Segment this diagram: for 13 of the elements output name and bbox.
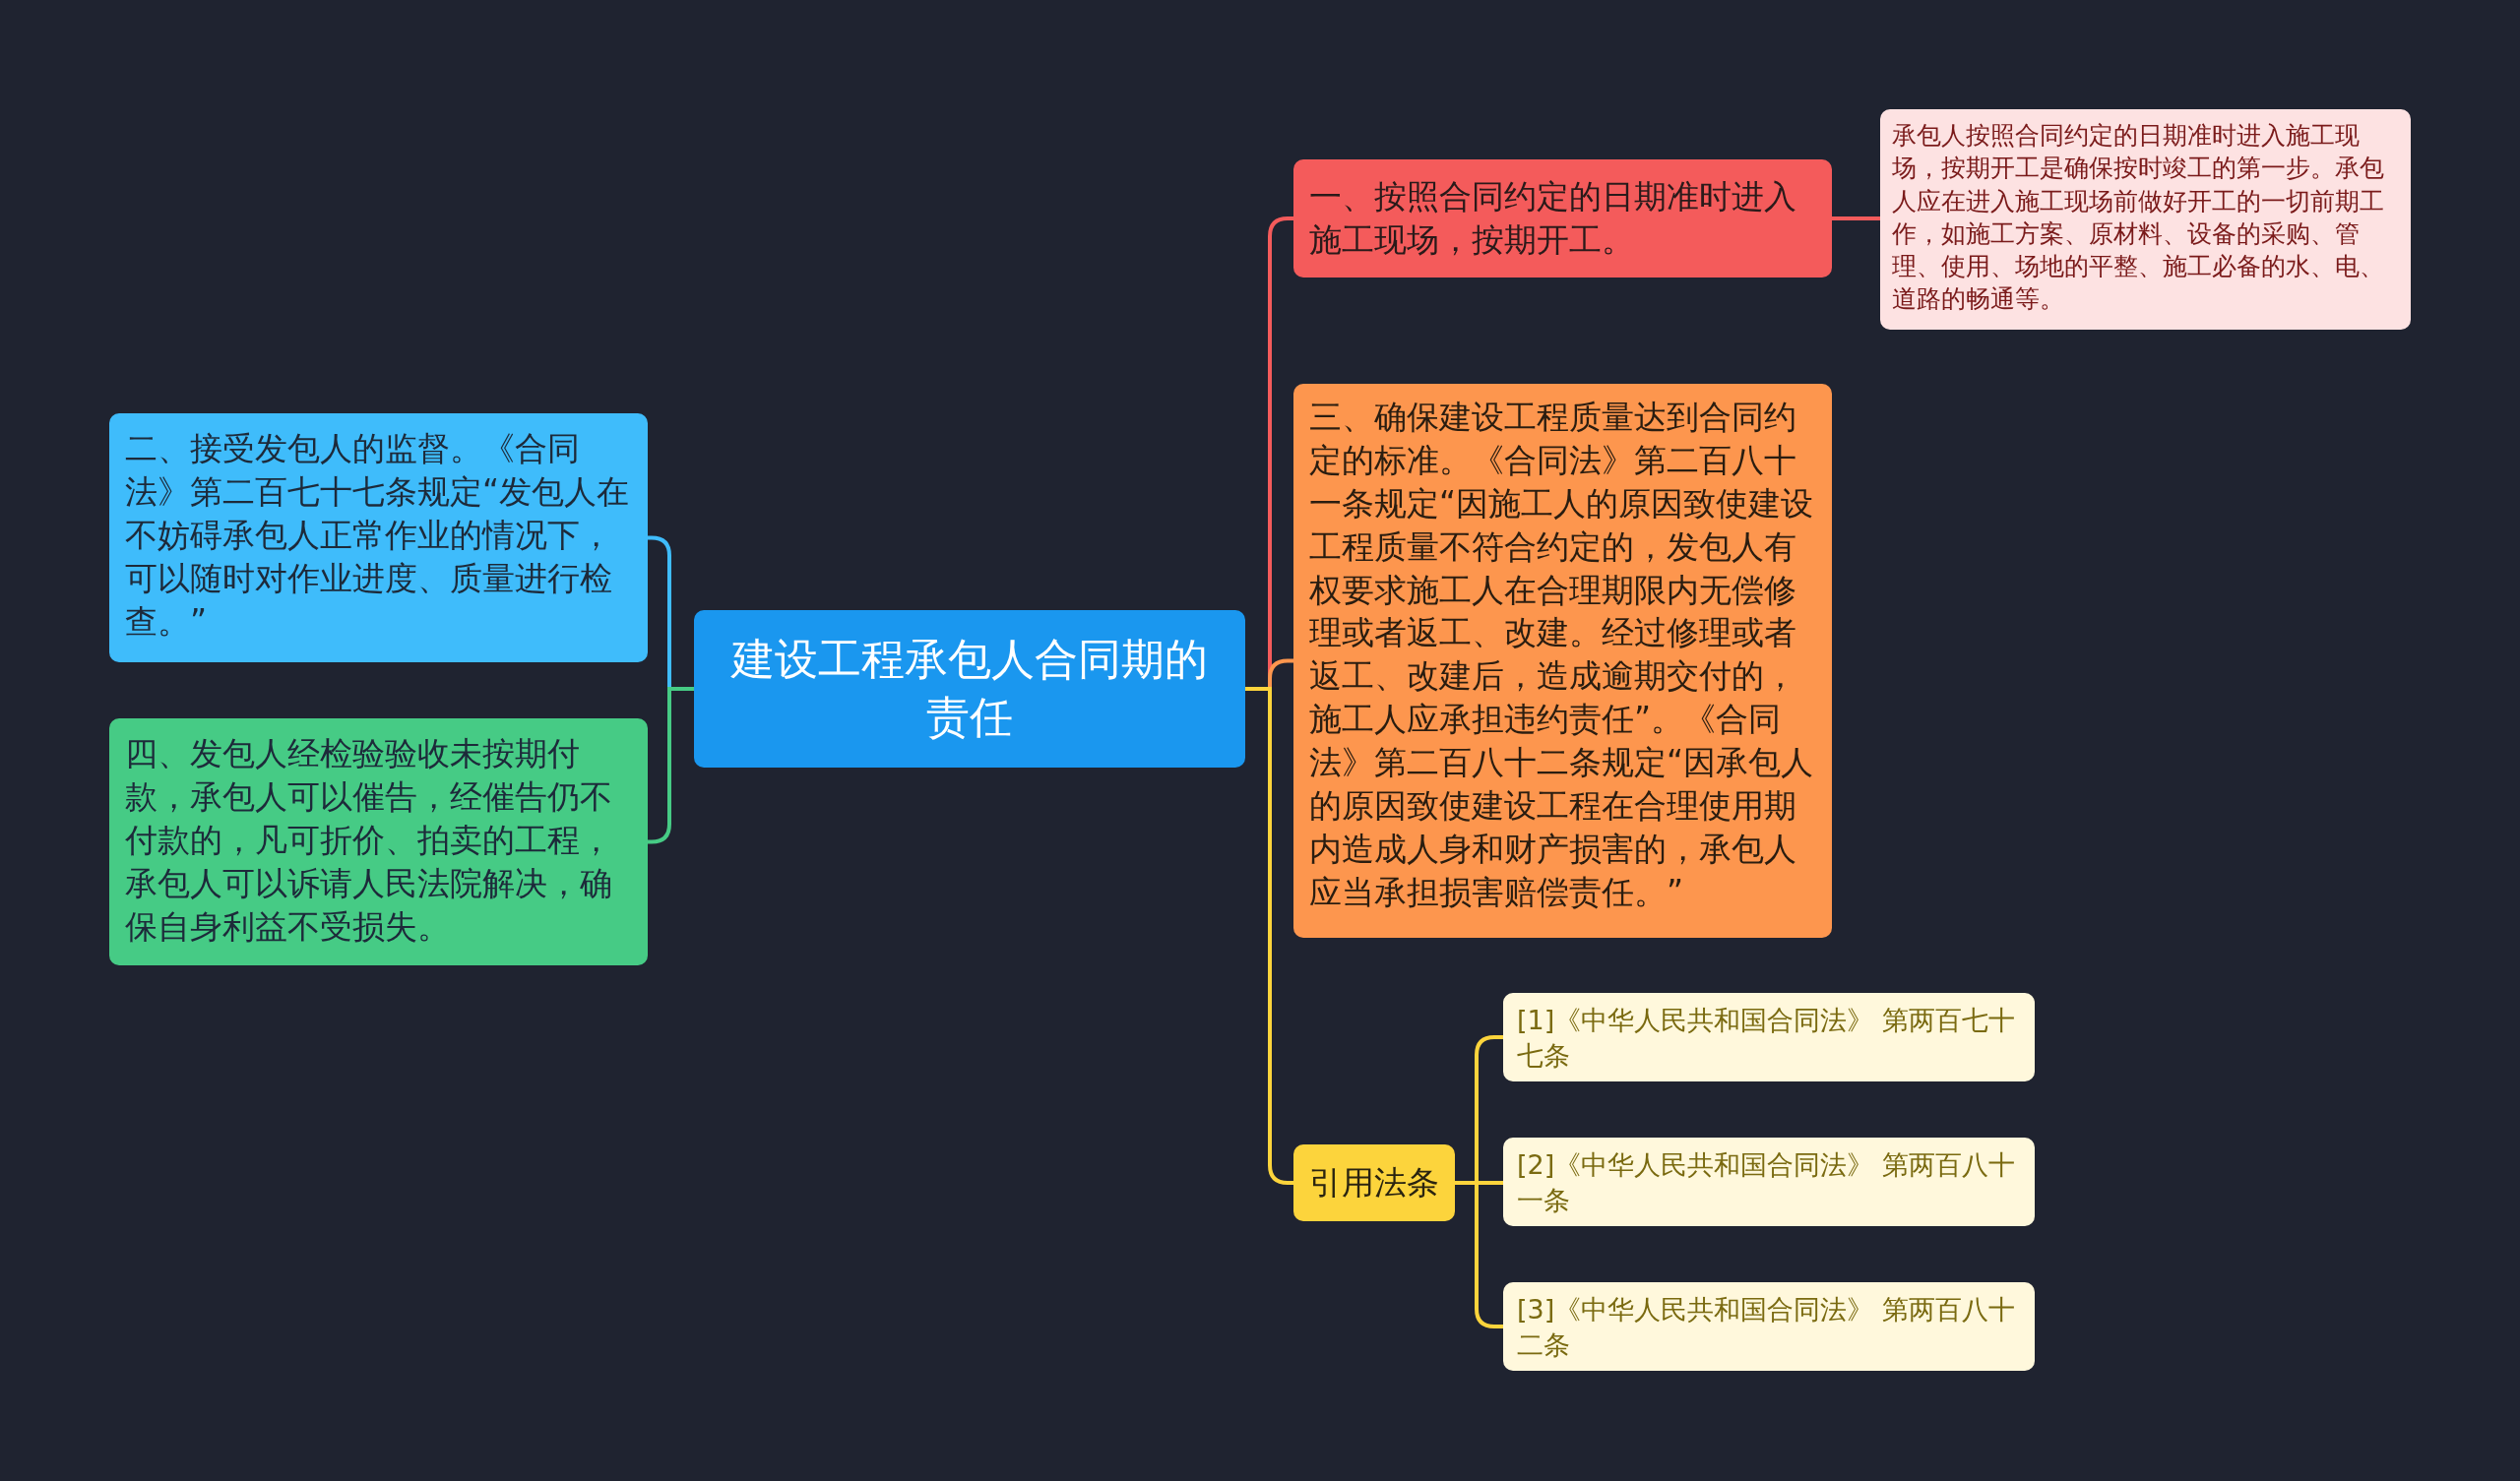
topic-box: 二、接受发包人的监督。《合同法》第二百七十七条规定“发包人在不妨碍承包人正常作业的情况下，可以随时对作业进度、质量进行检查。” <box>109 413 648 662</box>
topic-box: 一、按照合同约定的日期准时进入施工现场，按期开工。 <box>1293 159 1832 278</box>
reference-box: [2]《中华人民共和国合同法》 第两百八十一条 <box>1503 1138 2035 1226</box>
connector-line <box>1832 216 1880 220</box>
note-box: 承包人按照合同约定的日期准时进入施工现场，按期开工是确保按时竣工的第一步。承包人应在进入施工现场前做好开工的一切前期工作，如施工方案、原材料、设备的采购、管理、使用、场地的平整、施工必备的水、电、道路的畅通等。 <box>1880 109 2411 330</box>
connector-line <box>1455 1181 1503 1328</box>
topic-box: 三、确保建设工程质量达到合同约定的标准。《合同法》第二百八十一条规定“因施工人的原因致使建设工程质量不符合约定的，发包人有权要求施工人在合理期限内无偿修理或者返工、改建。经过修理或者返工、改建后，造成逾期交付的，施工人应承担违约责任”。《合同法》第二百八十二条规定“因承包人的原因致使建设工程在合理使用期内造成人身和财产损害的，承包人应当承担损害赔偿责任。” <box>1293 384 1832 938</box>
topic-box: 四、发包人经检验验收未按期付款，承包人可以催告，经催告仍不付款的，凡可折价、拍卖的工程，承包人可以诉请人民法院解决，确保自身利益不受损失。 <box>109 718 648 965</box>
connector-line <box>1245 687 1293 1185</box>
reference-box: [3]《中华人民共和国合同法》 第两百八十二条 <box>1503 1282 2035 1371</box>
topic-box: 引用法条 <box>1293 1144 1455 1221</box>
reference-box: [1]《中华人民共和国合同法》 第两百七十七条 <box>1503 993 2035 1081</box>
central-topic-box: 建设工程承包人合同期的责任 <box>694 610 1245 768</box>
